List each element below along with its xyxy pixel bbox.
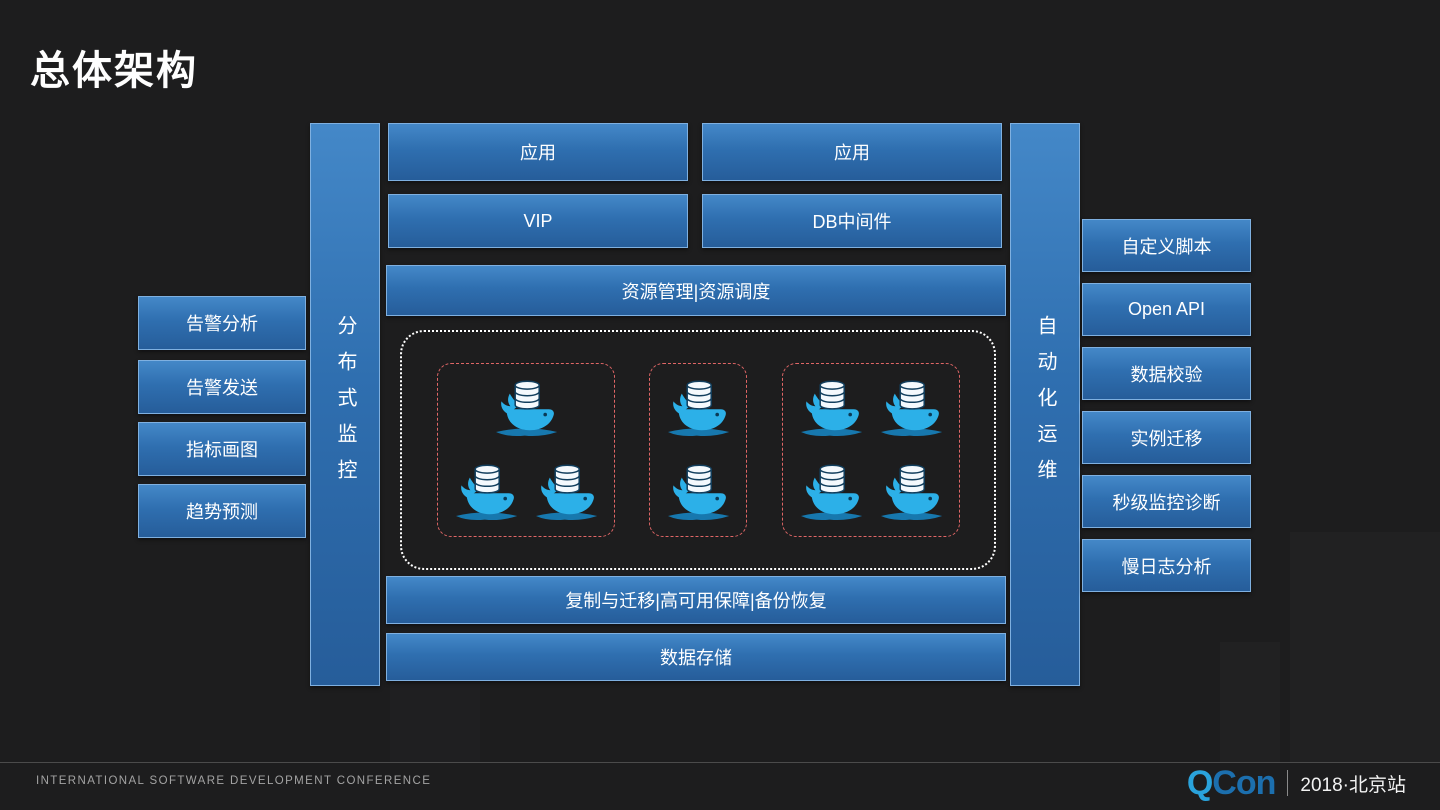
container-pool	[400, 330, 996, 570]
box-alert-send: 告警发送	[138, 360, 306, 414]
bar-data-storage: 数据存储	[386, 633, 1006, 681]
docker-db-whale-icon	[795, 460, 867, 524]
page-title: 总体架构	[30, 49, 198, 93]
qcon-logo-con: Con	[1212, 763, 1276, 802]
whale-row	[662, 376, 734, 440]
whale-row	[490, 376, 562, 440]
background-building-silhouette	[1220, 642, 1280, 762]
docker-db-whale-icon	[875, 376, 947, 440]
qcon-logo-q: Q	[1186, 763, 1213, 802]
whale-row	[662, 460, 734, 524]
logo-separator	[1287, 770, 1289, 796]
background-building-silhouette	[390, 682, 480, 762]
footer-divider	[0, 762, 1440, 763]
docker-cluster	[781, 363, 960, 537]
whale-row	[450, 460, 602, 524]
bar-distributed-monitoring-label: 分布式监控	[334, 314, 356, 495]
docker-cluster	[649, 363, 747, 537]
docker-cluster	[436, 363, 615, 537]
box-data-validation: 数据校验	[1082, 347, 1251, 400]
conference-edition: 2018·北京站	[1300, 774, 1406, 796]
box-slow-log-analysis: 慢日志分析	[1082, 539, 1251, 592]
box-app-2: 应用	[702, 123, 1002, 181]
docker-db-whale-icon	[530, 460, 602, 524]
box-trend-forecast: 趋势预测	[138, 484, 306, 538]
bar-replication-ha-backup: 复制与迁移|高可用保障|备份恢复	[386, 576, 1006, 624]
docker-db-whale-icon	[662, 376, 734, 440]
box-vip: VIP	[388, 194, 688, 248]
docker-db-whale-icon	[662, 460, 734, 524]
box-db-middleware: DB中间件	[702, 194, 1002, 248]
box-instance-migration: 实例迁移	[1082, 411, 1251, 464]
whale-row	[795, 376, 947, 440]
box-second-level-monitoring: 秒级监控诊断	[1082, 475, 1251, 528]
whale-row	[795, 460, 947, 524]
docker-db-whale-icon	[795, 376, 867, 440]
box-custom-script: 自定义脚本	[1082, 219, 1251, 272]
box-open-api: Open API	[1082, 283, 1251, 336]
box-app-1: 应用	[388, 123, 688, 181]
bar-resource-management: 资源管理|资源调度	[386, 265, 1006, 316]
conference-name: INTERNATIONAL SOFTWARE DEVELOPMENT CONFE…	[36, 775, 432, 787]
center-stack: 应用 应用 VIP DB中间件 资源管理|资源调度 复制与迁移|高可用保障|备份…	[386, 123, 1006, 686]
background-building-silhouette	[1290, 532, 1440, 762]
docker-db-whale-icon	[450, 460, 522, 524]
docker-db-whale-icon	[490, 376, 562, 440]
footer-logo-group: QCon 2018·北京站	[1187, 763, 1406, 803]
bar-automated-ops: 自动化运维	[1010, 123, 1080, 686]
docker-db-whale-icon	[875, 460, 947, 524]
box-metric-chart: 指标画图	[138, 422, 306, 476]
qcon-logo: QCon	[1186, 763, 1277, 803]
bar-distributed-monitoring: 分布式监控	[310, 123, 380, 686]
box-alert-analysis: 告警分析	[138, 296, 306, 350]
bar-automated-ops-label: 自动化运维	[1034, 314, 1056, 495]
